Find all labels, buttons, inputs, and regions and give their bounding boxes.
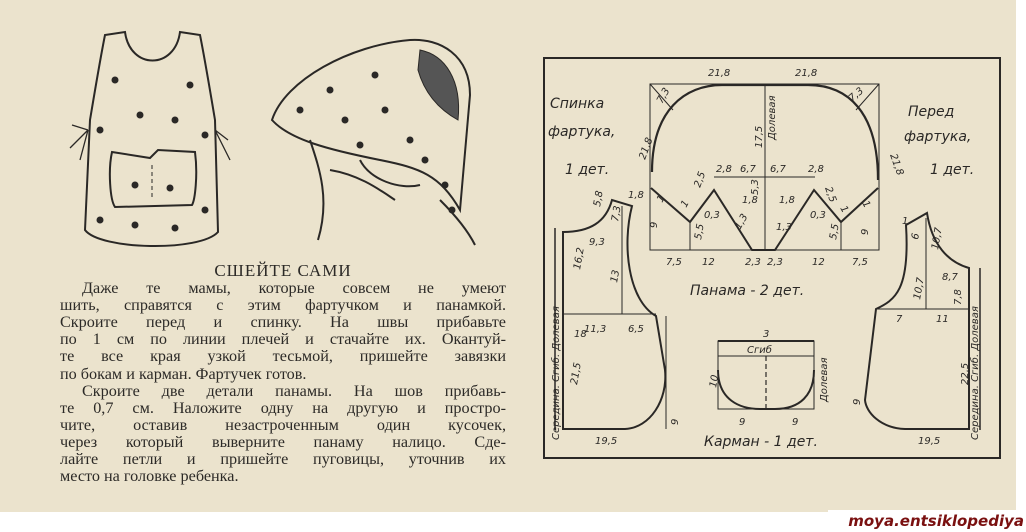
pattern-label: 2,3 — [767, 257, 783, 268]
pattern-label: 1,3 — [733, 212, 750, 231]
pattern-label: 2,8 — [808, 164, 824, 175]
apron-drawing — [69, 30, 231, 248]
pattern-label: 1 — [902, 216, 908, 227]
pattern-label: 21,5 — [569, 362, 584, 386]
pattern-label: 11 — [936, 314, 949, 325]
pattern-label: 7,3 — [610, 205, 624, 223]
pattern-label: 7,5 — [666, 257, 682, 268]
pattern-label: 21,8 — [887, 152, 905, 177]
pattern-label: Середина. Сгиб. Долевая — [550, 306, 562, 440]
pattern-label: Долевая — [767, 95, 778, 141]
pattern-label: 17,5 — [754, 126, 765, 148]
hat-dots — [296, 71, 456, 214]
pattern-label: 10,7 — [930, 226, 945, 250]
pattern-label: 10,7 — [912, 276, 927, 300]
pattern-label: 9,3 — [589, 237, 605, 248]
pattern-label: 5,5 — [828, 223, 842, 241]
pattern-label: 2,5 — [692, 170, 708, 189]
pattern-label: 1,3 — [776, 222, 792, 233]
pattern-label: 6,7 — [770, 164, 787, 175]
pattern-label: 0,3 — [704, 210, 720, 221]
pattern-label: 19,5 — [595, 436, 617, 447]
article-line: те все края узкой тесьмой, пришейте завя… — [60, 347, 506, 366]
pattern-label: 1 — [655, 193, 668, 204]
article-line: лайте петли и пришейте пуговицы, уточнив… — [60, 450, 506, 469]
pattern-label: Панама - 2 дет. — [690, 283, 804, 299]
watermark: moya.entsiklopediya — [828, 510, 1024, 532]
pattern-label: 10 — [708, 374, 721, 388]
article-line: по бокам и карман. Фартучек готов. — [60, 364, 307, 383]
apron-front-pattern — [863, 211, 981, 430]
pattern-label: Середина. Сгиб. Долевая — [969, 306, 981, 440]
pattern-label: 1,8 — [742, 195, 758, 206]
pocket-pattern — [717, 340, 815, 410]
article-line: те 0,7 см. Наложите одну на другую и про… — [60, 398, 506, 417]
pattern-label: 1 — [837, 204, 850, 215]
panama-hat-drawing — [270, 38, 476, 246]
pattern-label: фартука, — [904, 129, 971, 145]
pattern-label: 6,7 — [740, 164, 757, 175]
pattern-label: 7 — [896, 314, 903, 325]
pattern-label: 1,8 — [628, 190, 644, 201]
pattern-label: 5,8 — [592, 190, 606, 208]
pattern-label: фартука, — [548, 124, 615, 140]
pattern-label: 1 — [859, 199, 872, 210]
pattern-label: 2,5 — [822, 185, 838, 204]
pattern-label: 9 — [792, 417, 798, 428]
pattern-label: 21,8 — [708, 68, 730, 79]
pattern-label: 8,7 — [942, 272, 959, 283]
pattern-label: Сгиб — [747, 344, 772, 356]
pattern-label: 18 — [574, 329, 587, 340]
article: СШЕЙТЕ САМИ Даже те мамы, которые совсем… — [60, 262, 506, 485]
pattern-label: 16,2 — [572, 247, 587, 271]
pattern-label: 0,3 — [810, 210, 826, 221]
pattern-label: 13 — [609, 269, 622, 283]
pattern-label: 22,5 — [960, 363, 971, 385]
article-line: Скроите перед и спинку. На швы прибавьте — [60, 313, 506, 332]
pattern-label: 6,5 — [628, 324, 644, 335]
article-title: СШЕЙТЕ САМИ — [214, 261, 352, 280]
pattern-label: 6 — [910, 232, 922, 240]
article-line: шить, справятся с этим фартучком и панам… — [60, 296, 506, 315]
pattern-label: 5,3 — [750, 179, 761, 195]
pattern-label: 12 — [702, 257, 715, 268]
pattern-label: 5,5 — [693, 223, 707, 241]
pattern-frame — [543, 57, 1001, 459]
article-line: место на головке ребенка. — [60, 467, 239, 486]
article-line: чите, оставив незастроченным один кусоче… — [60, 415, 506, 434]
pattern-label: Карман - 1 дет. — [704, 434, 818, 450]
pattern-label: 1 дет. — [930, 162, 974, 178]
pattern-label: 9 — [860, 229, 871, 235]
pattern-label: 1,8 — [779, 195, 795, 206]
pattern-label: 7,5 — [852, 257, 868, 268]
article-line: Скроите две детали панамы. На шов прибав… — [82, 381, 506, 400]
pattern-label: 9 — [649, 222, 660, 228]
pattern-label: 7,8 — [953, 289, 964, 305]
pattern-label: Долевая — [819, 357, 830, 403]
pattern-label: 1 — [679, 198, 692, 209]
pattern-label: Спинка — [550, 96, 604, 112]
article-line: Даже те мамы, которые совсем не умеют — [82, 279, 506, 298]
panama-pattern — [649, 83, 880, 251]
article-line: по 1 см по линии плечей и стачайте их. О… — [60, 330, 506, 349]
pattern-label: 3 — [763, 329, 769, 340]
pattern-label: 11,3 — [584, 324, 606, 335]
pattern-label: 19,5 — [918, 436, 940, 447]
pattern-label: 9 — [739, 417, 745, 428]
pattern-label: 7,3 — [655, 86, 672, 105]
magazine-page — [0, 0, 1016, 512]
pattern-label: 9 — [852, 399, 863, 405]
pattern-label: 1 дет. — [565, 162, 609, 178]
pattern-label: 9 — [670, 419, 681, 425]
pattern-label: Перед — [908, 104, 954, 120]
apron-back-pattern — [554, 198, 667, 430]
apron-dots — [96, 76, 209, 232]
article-line: через который выверните панаму налицо. С… — [60, 432, 506, 451]
pattern-label: 2,8 — [716, 164, 732, 175]
pattern-label: 12 — [812, 257, 825, 268]
pattern-label: 21,8 — [795, 68, 817, 79]
pattern-label: 2,3 — [745, 257, 761, 268]
